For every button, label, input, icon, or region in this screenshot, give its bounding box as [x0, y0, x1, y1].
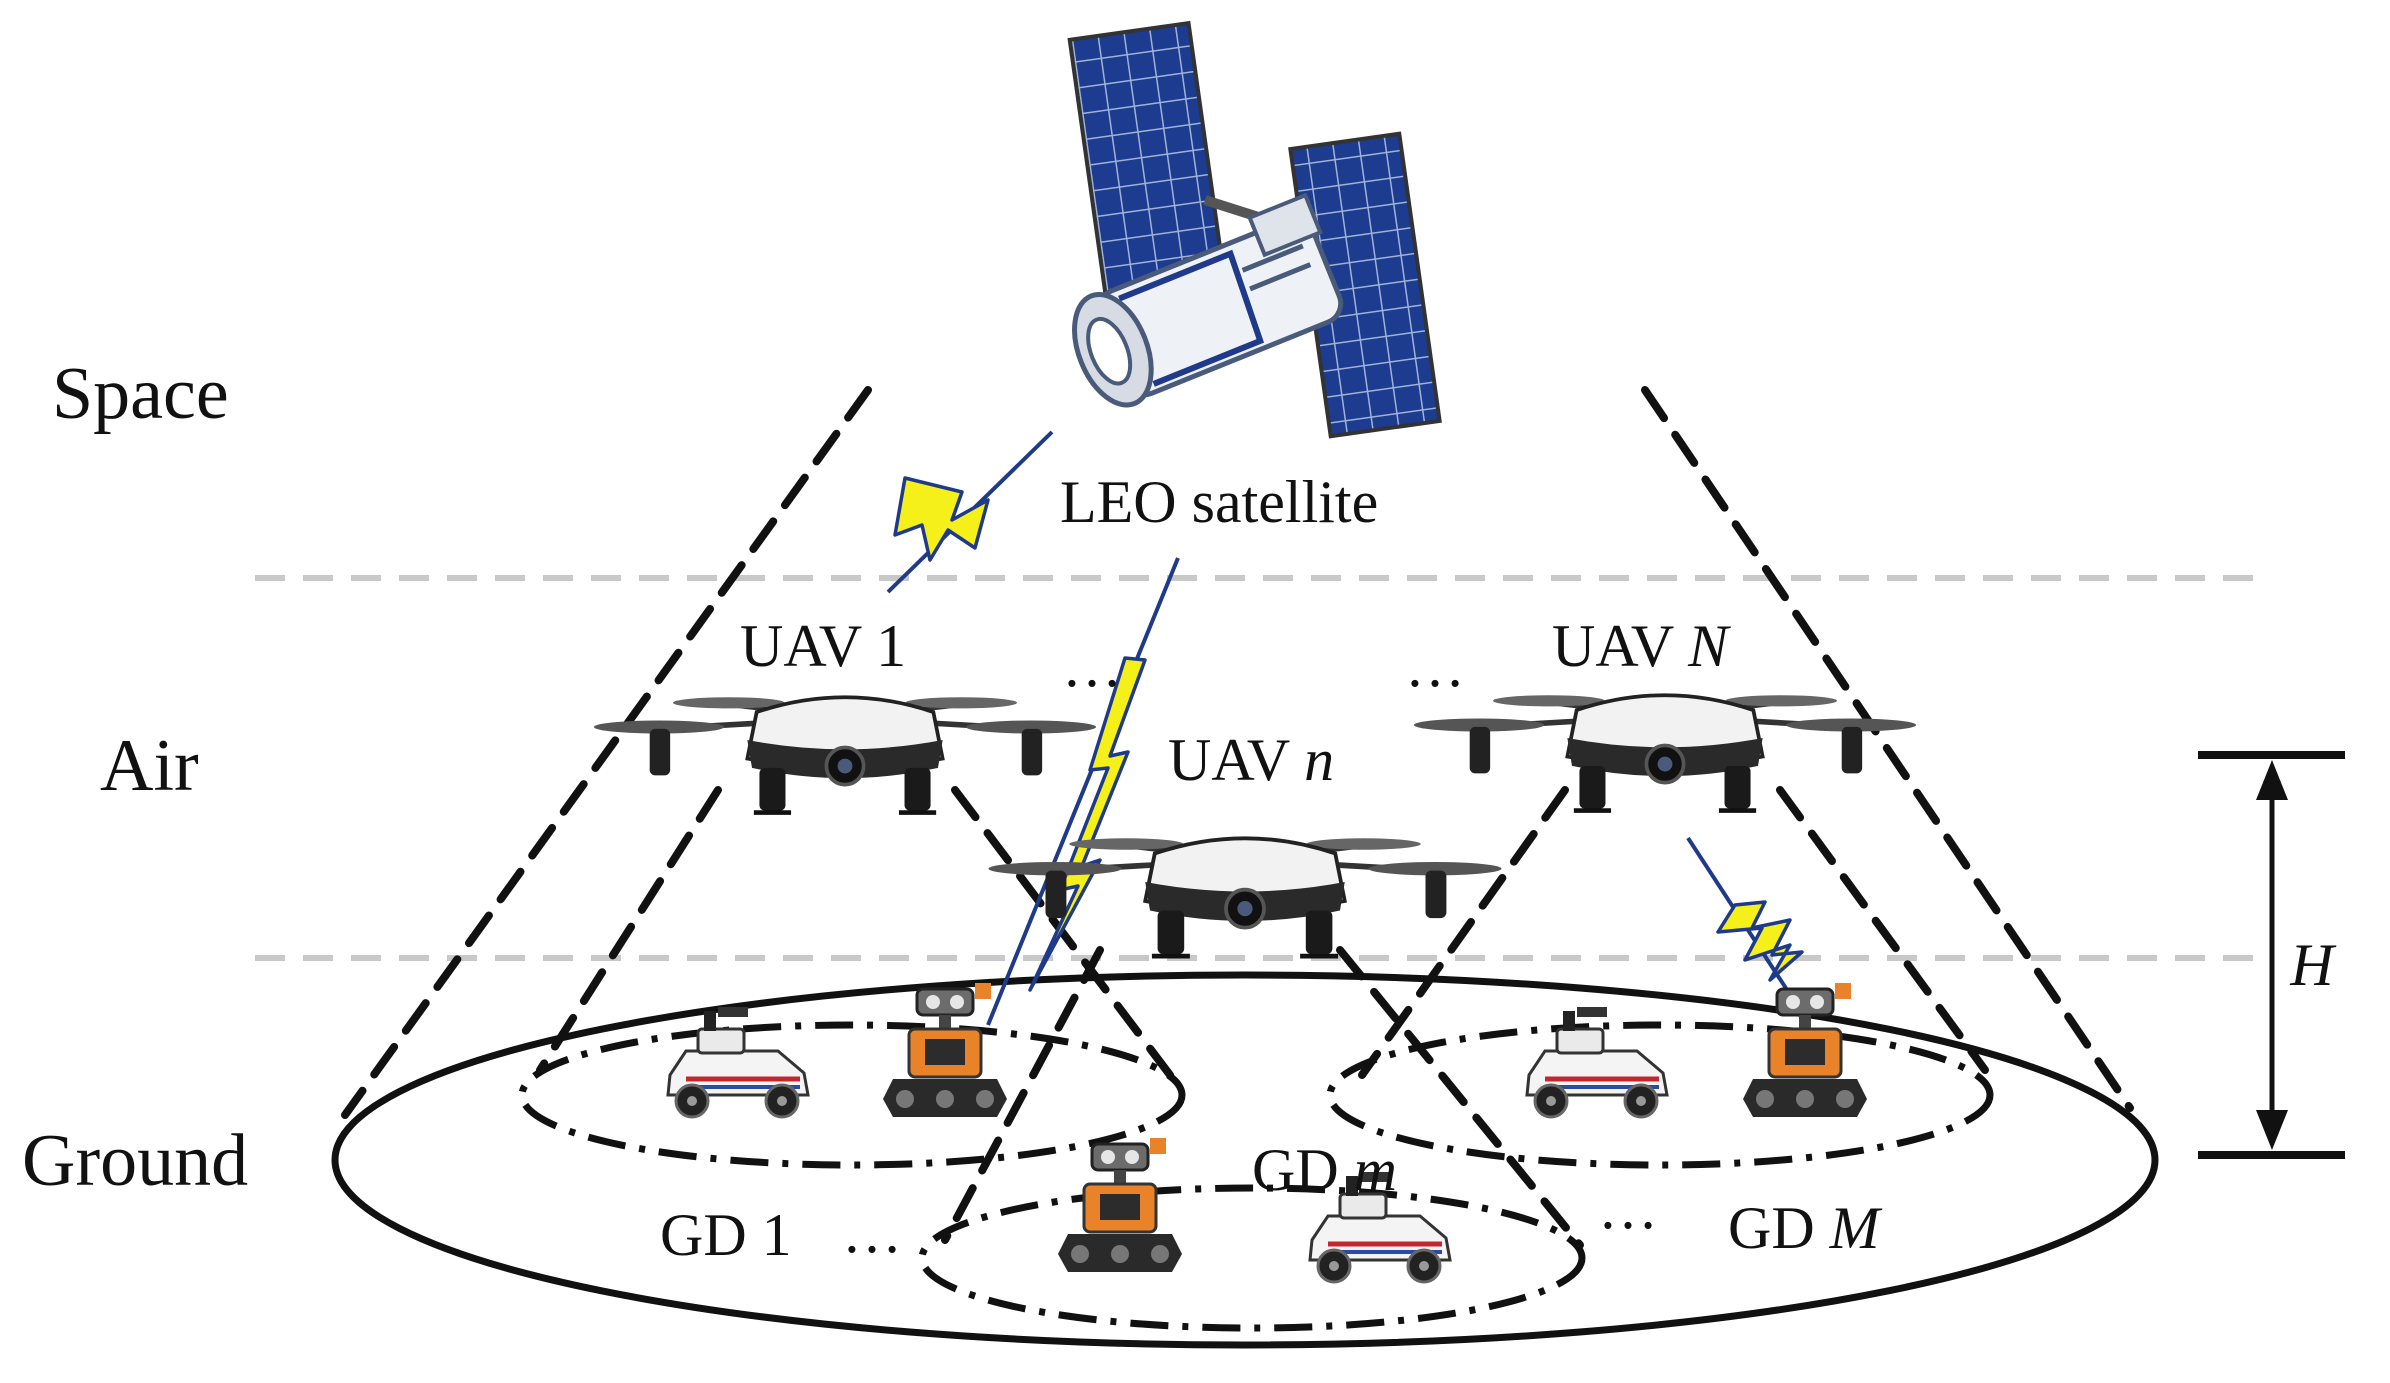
gd-1-label: GD 1: [660, 1202, 792, 1268]
gd-M-label: GD M: [1728, 1195, 1883, 1261]
layer-label-air: Air: [100, 725, 199, 807]
rover-icon: [668, 1007, 808, 1117]
gd-ellipsis-right: …: [1598, 1175, 1658, 1241]
uavn-cone-right: [1336, 946, 1584, 1249]
uav-ellipsis-left: …: [1062, 633, 1122, 699]
uavn-cone-left: [941, 946, 1104, 1244]
height-arrow-up: [2256, 760, 2288, 800]
height-label: H: [2289, 932, 2337, 998]
drone-icon: [1414, 695, 1916, 810]
lightning-icon: [1716, 900, 1804, 982]
gd-cluster-M: [1326, 1021, 1994, 1169]
height-arrow-down: [2256, 1110, 2288, 1150]
uav-1-label: UAV 1: [740, 613, 906, 679]
drone-icon: [594, 697, 1096, 812]
lightning-icon: [1028, 656, 1147, 992]
uav-n-label: UAV n: [1168, 727, 1334, 793]
gd-cluster-1: [518, 1021, 1186, 1169]
satellite-cone-left: [341, 386, 872, 1119]
satellite-label: LEO satellite: [1060, 469, 1378, 535]
uav1-cone-left: [536, 786, 722, 1074]
sat-gd-link: [986, 557, 1180, 1026]
ground-coverage-area: [331, 971, 2159, 1349]
uavN-cone-right: [1776, 786, 1989, 1074]
gd-ellipsis-left: …: [842, 1199, 902, 1265]
layer-label-space: Space: [52, 353, 229, 435]
uavN-cone-left: [1358, 786, 1569, 1079]
uav-ellipsis-right: …: [1405, 633, 1465, 699]
tracked-robot-icon: [1741, 981, 1869, 1119]
uav-N-label: UAV N: [1552, 613, 1731, 679]
satellite-cone-right: [1641, 386, 2134, 1112]
lightning-icon: [893, 476, 990, 562]
gd-cluster-m: [918, 1184, 1586, 1332]
gd-m-label: GD m: [1252, 1137, 1397, 1203]
tracked-robot-icon: [1056, 1136, 1184, 1274]
tracked-robot-icon: [881, 981, 1009, 1119]
layer-label-ground: Ground: [22, 1120, 248, 1202]
satellite-icon: [1067, 20, 1442, 439]
